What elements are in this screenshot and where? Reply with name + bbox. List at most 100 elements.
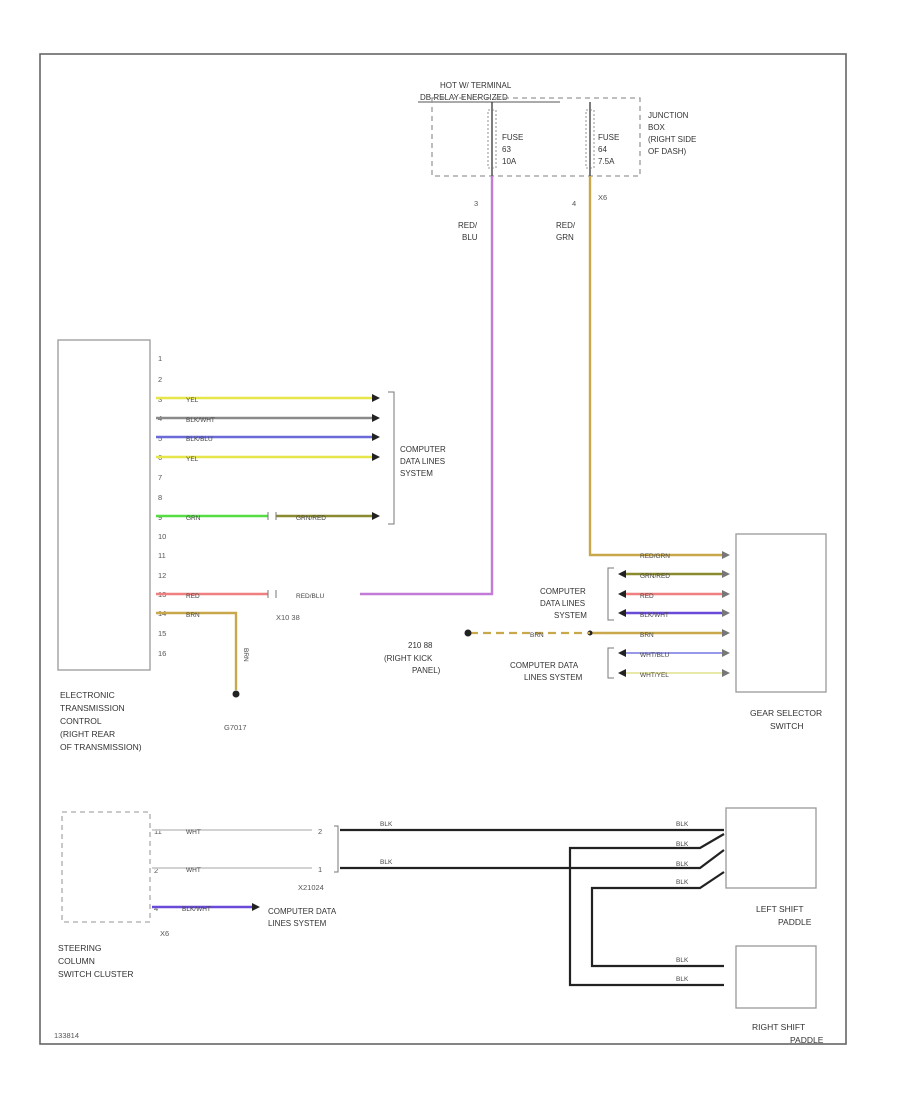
right-paddle-label-2: PADDLE [790,1035,824,1045]
junction-box-label-2: BOX [648,123,666,132]
steering-label-1: STEERING [58,943,101,953]
junction-box [431,97,641,177]
paddle-wire-4 [590,871,725,968]
data-lines-bracket-1 [388,391,395,525]
steering-pin-1: 11 [154,827,162,836]
etc-pin-11: 11 [158,551,166,560]
steering-pin-2: 2 [154,866,158,875]
wire-right-label-2: GRN [556,233,574,242]
data-lines-4-line2: LINES SYSTEM [268,919,327,928]
etc-wire-label-blkblu: BLK/BLU [186,436,213,443]
etc-pin-2: 2 [158,375,162,384]
connector-13 [267,590,277,598]
etc-pin-15: 15 [158,629,166,638]
paddle-wire-3 [568,833,725,987]
left-paddle-label-1: LEFT SHIFT [756,904,804,914]
paddle-wire-label-5: BLK [676,861,689,868]
etc-label-3: CONTROL [60,716,102,726]
data-lines-2-line3: SYSTEM [554,611,587,620]
steering-label-3: SWITCH CLUSTER [58,969,134,979]
paddle-wire-label-1: BLK [380,821,393,828]
etc-pin-10: 10 [158,532,166,541]
junction-box-label-4: OF DASH) [648,147,687,156]
gear-wire-label-3: RED [640,593,654,600]
etc-pin-7: 7 [158,473,162,482]
wire-red-grn [588,176,722,557]
junction-box-label-1: JUNCTION [648,111,689,120]
etc-wire-label-brn-vertical: BRN [242,648,249,662]
etc-wire-label-blkwht: BLK/WHT [186,417,215,424]
fuse-63-line3: 10A [502,157,517,166]
fuse-63-line1: FUSE [502,133,523,142]
data-lines-2-line2: DATA LINES [540,599,585,608]
steering-connector: X6 [160,929,169,938]
inline-connector [334,825,339,873]
etc-wire-label-grnred: GRN/RED [296,515,326,522]
paddle-section: BLK BLK BLK BLK BLK BLK BLK BLK LEFT SHI… [340,807,824,1045]
gear-wire-label-4: BLK/WHT [640,612,669,619]
left-shift-paddle-box [725,807,817,889]
gear-ground-ref: 210 88 [408,641,433,650]
right-shift-paddle-box [735,945,817,1009]
etc-label-1: ELECTRONIC [60,690,115,700]
etc-wire-label-yel-3: YEL [186,397,199,404]
paddle-wire-label-3: BLK [676,821,689,828]
gear-wire-label-6: WHT/BLU [640,652,670,659]
fuse-64: FUSE 64 7.5A [585,102,619,176]
junction-box-label-3: (RIGHT SIDE [648,135,696,144]
gear-ground-loc-1: (RIGHT KICK [384,654,433,663]
fuse-63-line2: 63 [502,145,511,154]
steering-section: 11 2 4 X6 WHT WHT BLK/WHT COMPUTER DATA … [58,811,339,979]
paddle-wire-label-7: BLK [676,957,689,964]
fuse-63: FUSE 63 10A [487,102,523,176]
wire-red-blu [360,176,494,596]
fuse-right-connector: X6 [598,193,607,202]
etc-label-2: TRANSMISSION [60,703,125,713]
left-paddle-label-2: PADDLE [778,917,812,927]
paddle-wire-2 [340,849,725,870]
footer-code: 133814 [54,1031,79,1040]
etc-pin-9: 9 [158,513,162,522]
gear-selector-box [735,533,827,693]
etc-module: 1 2 3 4 5 6 7 8 9 10 11 12 13 14 15 16 [57,339,446,752]
wire-left-label-1: RED/ [458,221,478,230]
steering-arrowhead [252,903,260,911]
etc-pin-16: 16 [158,649,166,658]
inline-connector-label: X21024 [298,883,324,892]
hot-label-1: HOT W/ TERMINAL [440,81,512,90]
power-section: HOT W/ TERMINAL DB RELAY ENERGIZED FUSE … [418,81,696,242]
ground-g7017-label: G7017 [224,723,247,732]
etc-pin-3: 3 [158,395,162,404]
data-lines-2-line1: COMPUTER [540,587,586,596]
etc-pin-12: 12 [158,571,166,580]
data-lines-1-line2: DATA LINES [400,457,445,466]
gear-wire-label-7: WHT/YEL [640,672,669,679]
etc-wire-label-grn: GRN [186,515,201,522]
gear-selector-section: RED/GRN GRN/RED RED BLK/WHT BRN WHT/BLU … [384,533,827,731]
etc-pin-1: 1 [158,354,162,363]
inline-connector-pin-1: 2 [318,827,322,836]
steering-wire-label-3: BLK/WHT [182,906,211,913]
etc-label-4: (RIGHT REAR [60,729,115,739]
diagram-border [39,53,847,1045]
data-lines-1-line3: SYSTEM [400,469,433,478]
steering-cluster-box [61,811,151,923]
etc-wire-label-brn: BRN [186,612,200,619]
gear-wire-label-1: RED/GRN [640,553,670,560]
etc-wire-brn-14 [156,611,238,690]
data-lines-3-line2: LINES SYSTEM [524,673,583,682]
fuse-64-line1: FUSE [598,133,619,142]
gear-ground-wire-label: BRN [530,632,544,639]
etc-arrowheads [372,394,380,520]
etc-wire-label-yel-6: YEL [186,456,199,463]
data-lines-1-line1: COMPUTER [400,445,446,454]
paddle-wire-label-2: BLK [380,859,393,866]
ground-g7017 [232,690,240,698]
etc-splice-label: X10 38 [276,613,300,622]
gear-wire-label-5: BRN [640,632,654,639]
paddle-wire-label-8: BLK [676,976,689,983]
ground-210-88 [464,629,472,637]
gear-pin-stubs [722,551,730,677]
steering-pin-3: 4 [154,904,158,913]
